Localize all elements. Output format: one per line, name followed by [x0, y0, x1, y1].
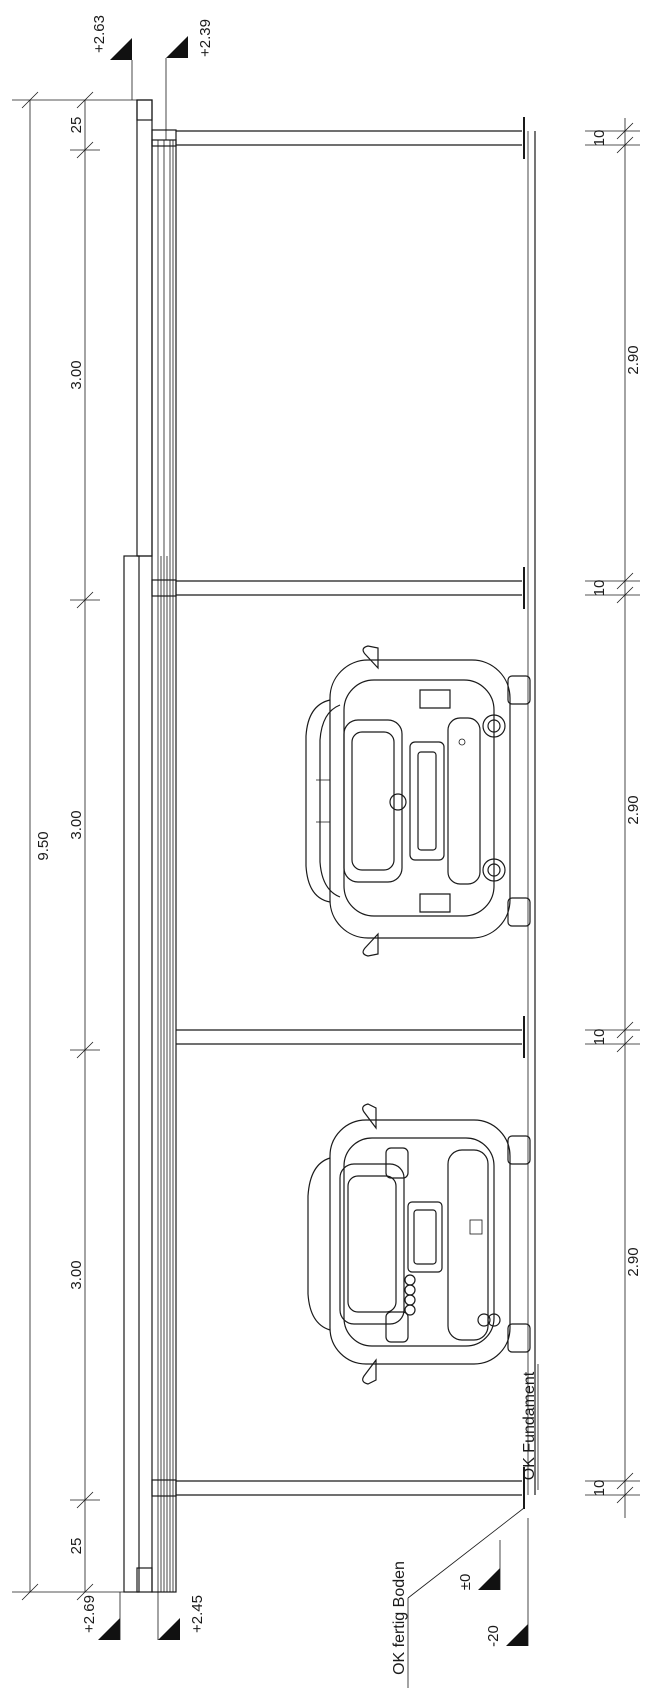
dim-bay-3-label: 3.00 — [68, 1260, 85, 1289]
dim-post-mid-1-label: 10 — [591, 580, 608, 597]
car-rear-view-1 — [305, 645, 531, 957]
car-rear-view-2 — [307, 1103, 531, 1385]
dim-bottom-bay-2-label: 2.90 — [625, 795, 642, 824]
floor-annotation-leader — [407, 1507, 525, 1688]
elevation-label-roof-low-inner: +2.45 — [189, 1595, 206, 1633]
post-mid-2 — [176, 1016, 525, 1058]
dim-post-left-label: 10 — [591, 1480, 608, 1497]
elevation-marker-ground-minus — [506, 1518, 529, 1646]
elevation-label-roof-high-inner: +2.39 — [197, 19, 214, 57]
annotation-floor: OK fertig Boden — [391, 1561, 408, 1675]
elevation-marker-roof-low-inner — [157, 1592, 180, 1640]
dim-overhang-right-label: 25 — [68, 117, 85, 134]
dim-overhang-left-label: 25 — [68, 1538, 85, 1555]
ground-line — [527, 131, 536, 1495]
post-mid-1 — [151, 567, 525, 609]
post-right — [151, 117, 525, 159]
dim-post-right-label: 10 — [591, 130, 608, 147]
dim-bay-1-label: 3.00 — [68, 360, 85, 389]
dim-bottom-bay-3-label: 2.90 — [625, 1247, 642, 1276]
dim-post-mid-2-label: 10 — [591, 1029, 608, 1046]
elevation-marker-ground-zero — [478, 1540, 501, 1590]
elevation-label-ground-zero: ±0 — [457, 1574, 474, 1591]
elevation-label-roof-low-outer: +2.69 — [81, 1595, 98, 1633]
elevation-marker-roof-high-inner — [165, 36, 188, 140]
elevation-label-roof-high-outer: +2.63 — [91, 15, 108, 53]
elevation-marker-roof-low-outer — [98, 1592, 121, 1640]
top-dimension-chain — [12, 91, 145, 1601]
roof-structure — [123, 99, 177, 1593]
elevation-marker-roof-high-outer — [110, 38, 133, 100]
annotation-foundation: OK Fundament — [521, 1371, 538, 1480]
bottom-dimension-chain — [585, 118, 640, 1518]
elevation-label-ground-minus: -20 — [485, 1625, 502, 1647]
dim-total-label: 9.50 — [35, 831, 52, 860]
post-left — [151, 1467, 525, 1509]
dim-bay-2-label: 3.00 — [68, 810, 85, 839]
dim-bottom-bay-1-label: 2.90 — [625, 345, 642, 374]
